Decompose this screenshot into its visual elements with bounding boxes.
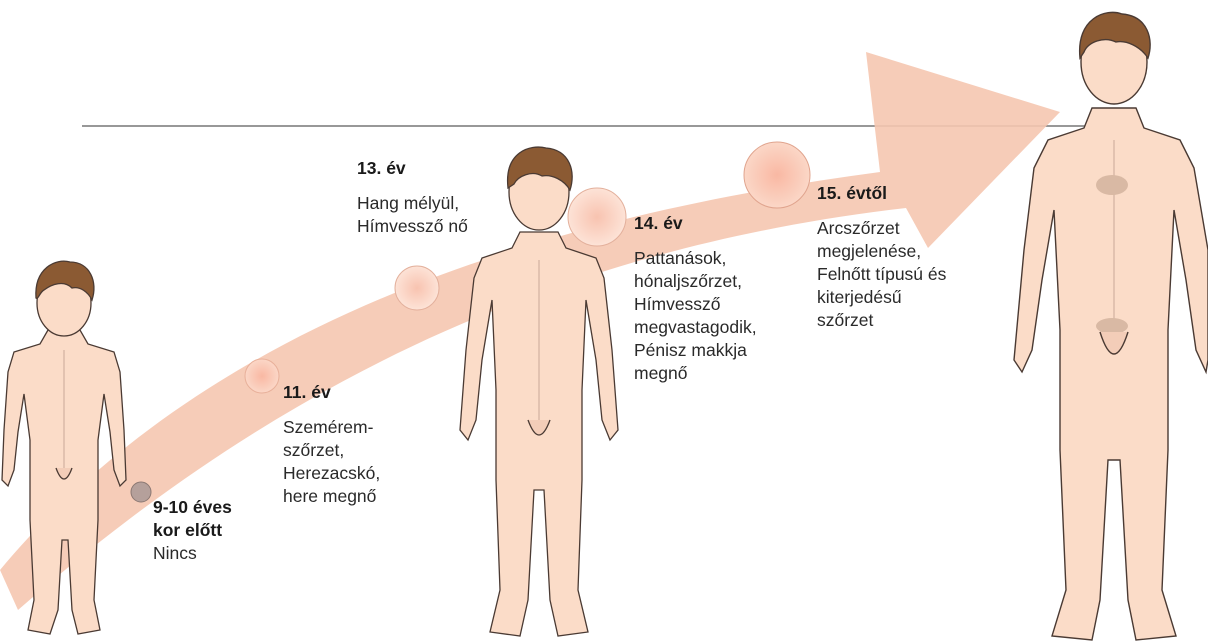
stage-text: Szemérem- [283,416,380,439]
stage-text: Pénisz makkja [634,339,757,362]
stage-text: Felnőtt típusú és [817,263,946,286]
stage-11: 11. év Szemérem- szőrzet, Herezacskó, he… [283,381,380,508]
milestone-circle-13 [395,266,439,310]
stage-title: 9-10 éves kor előtt [153,496,232,542]
stage-text: megnő [634,362,757,385]
stage-text: Arcszőrzet [817,217,946,240]
adult-man-figure [1014,12,1208,640]
stage-text: kiterjedésű [817,286,946,309]
stage-text: szőrzet, [283,439,380,462]
milestone-circle-11 [245,359,279,393]
stage-title-line: 9-10 éves [153,496,232,519]
stage-title: 14. év [634,212,757,235]
stage-text: megjelenése, [817,240,946,263]
stage-text: Hímvessző [634,293,757,316]
stage-text: megvastagodik, [634,316,757,339]
stage-text: Hímvessző nő [357,215,468,238]
stage-text: Pattanások, [634,247,757,270]
stage-text: hónaljszőrzet, [634,270,757,293]
stage-text: here megnő [283,485,380,508]
milestone-circle-9 [131,482,151,502]
stage-text: Herezacskó, [283,462,380,485]
milestone-circle-15 [744,142,810,208]
stage-title: 13. év [357,157,468,180]
stage-text: Hang mélyül, [357,192,468,215]
stage-text: Nincs [153,542,232,565]
stage-title: 15. évtől [817,182,946,205]
stage-9-10: 9-10 éves kor előtt Nincs [153,496,232,565]
stage-13: 13. év Hang mélyül, Hímvessző nő [357,157,468,238]
stage-14: 14. év Pattanások, hónaljszőrzet, Hímves… [634,212,757,385]
stage-title: 11. év [283,381,380,404]
stage-text: szőrzet [817,309,946,332]
stage-15: 15. évtől Arcszőrzet megjelenése, Felnőt… [817,182,946,332]
stage-title-line: kor előtt [153,519,232,542]
milestone-circle-14 [568,188,626,246]
